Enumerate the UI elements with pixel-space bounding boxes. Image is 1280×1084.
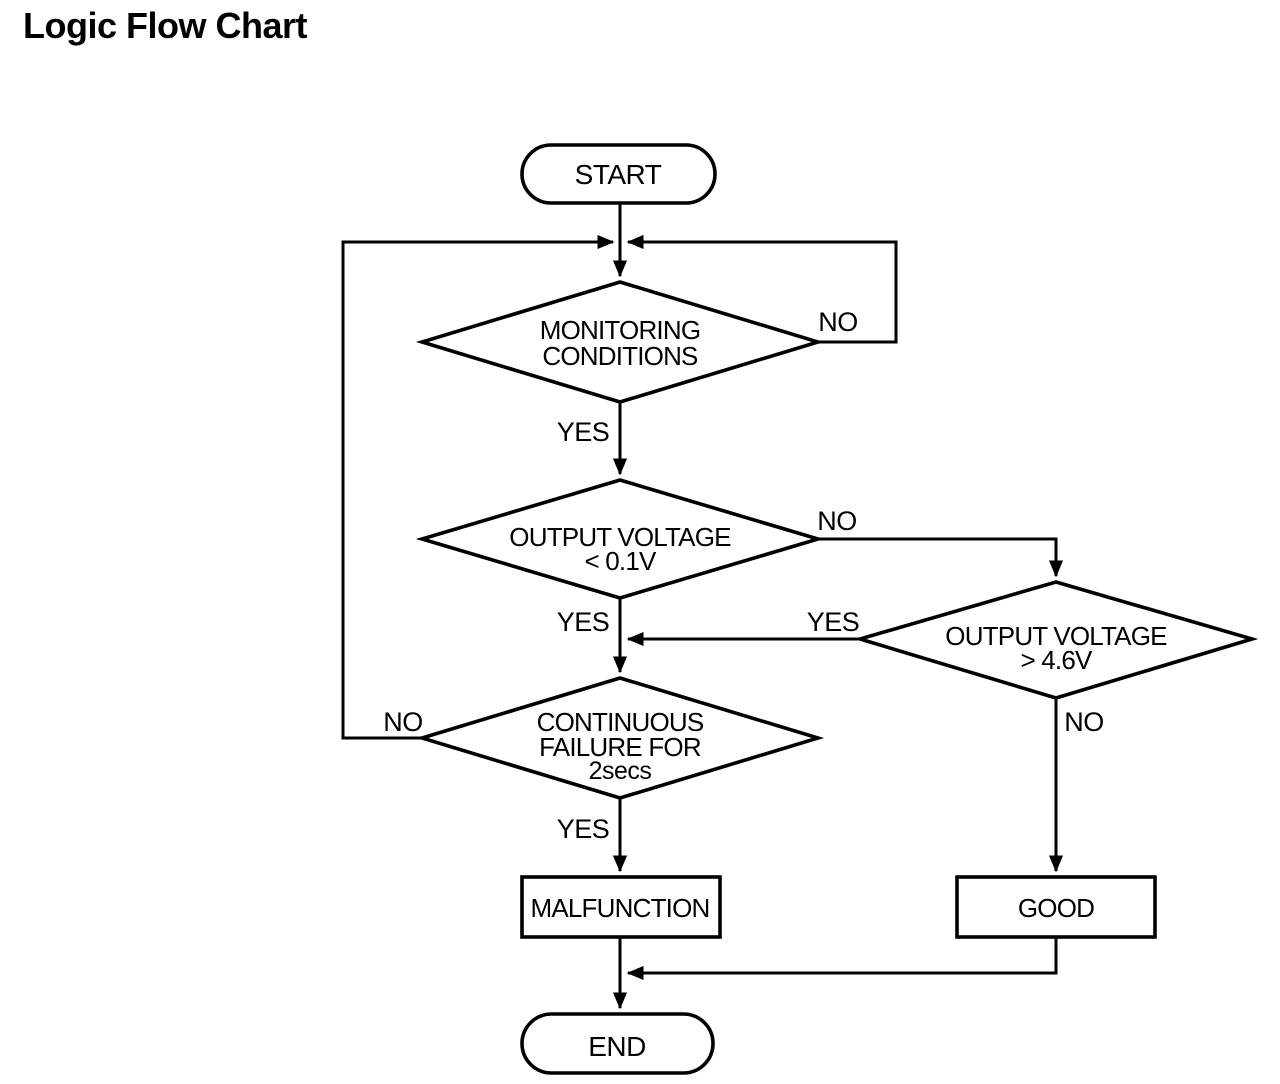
- output-voltage-low-line2: < 0.1V: [584, 546, 657, 576]
- page-title: Logic Flow Chart: [23, 5, 308, 46]
- start-node: [520, 143, 717, 205]
- output-low-yes-label: YES: [557, 607, 610, 637]
- good-node: [955, 875, 1157, 939]
- output-voltage-low-decision: [415, 478, 825, 600]
- malfunction-node-label: MALFUNCTION: [531, 893, 710, 923]
- monitoring-conditions-decision: [415, 280, 825, 404]
- continuous-failure-decision: [415, 676, 825, 800]
- monitoring-conditions-line2: CONDITIONS: [542, 341, 698, 371]
- monitoring-no-label: NO: [818, 307, 858, 337]
- end-node-label: END: [588, 1031, 646, 1062]
- output-voltage-high-line2: > 4.6V: [1020, 645, 1093, 675]
- output-voltage-high-decision: [853, 580, 1259, 700]
- edge-continuous-no-loop: [341, 234, 615, 740]
- monitoring-yes-label: YES: [557, 417, 610, 447]
- malfunction-node: [520, 875, 722, 939]
- start-node-label: START: [575, 159, 662, 190]
- continuous-yes-label: YES: [557, 814, 610, 844]
- monitoring-conditions-line1: MONITORING: [540, 315, 701, 345]
- edge-monitoring-no-loop: [626, 234, 898, 344]
- continuous-no-label: NO: [383, 707, 423, 737]
- edge-output-low-no: [818, 537, 1064, 578]
- good-node-label: GOOD: [1018, 893, 1094, 923]
- continuous-failure-line3: 2secs: [589, 757, 652, 785]
- output-high-no-label: NO: [1064, 707, 1104, 737]
- output-voltage-high-line1: OUTPUT VOLTAGE: [945, 621, 1167, 651]
- end-node: [520, 1012, 715, 1075]
- output-high-yes-label: YES: [807, 607, 860, 637]
- edge-good-join: [626, 937, 1058, 981]
- continuous-failure-line2: FAILURE FOR: [539, 732, 701, 762]
- output-voltage-low-line1: OUTPUT VOLTAGE: [509, 522, 731, 552]
- continuous-failure-line1: CONTINUOUS: [537, 707, 704, 737]
- output-low-no-label: NO: [817, 506, 857, 536]
